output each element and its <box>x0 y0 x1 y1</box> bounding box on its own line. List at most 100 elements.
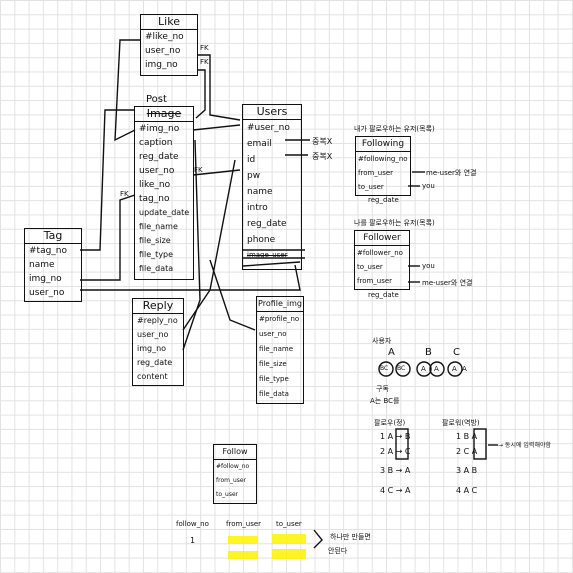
circle-a: A <box>421 365 426 373</box>
fk-label: FK <box>194 166 203 174</box>
post-field: tag_no <box>139 194 170 204</box>
profile-img-field: file_data <box>259 390 289 398</box>
highlight-mark <box>272 534 306 544</box>
tag-title: Tag <box>25 229 81 244</box>
post-field: file_size <box>139 236 171 245</box>
profile-img-title: Profile_img <box>257 297 303 312</box>
table-row-right: 2 C A <box>456 447 478 456</box>
following-sub: A는 BC를 <box>370 397 400 405</box>
reply-field: user_no <box>137 330 169 339</box>
follower-field: #follower_no <box>357 249 403 257</box>
users-field: #user_no <box>247 123 290 133</box>
reply-field: content <box>137 372 168 381</box>
reply-field: img_no <box>137 344 167 353</box>
reply-entity: Reply #reply_no user_no img_no reg_date … <box>132 298 184 386</box>
follower-field: from_user <box>357 277 393 285</box>
following-title: Following <box>356 137 410 152</box>
bottom-note: 안된다 <box>328 547 348 555</box>
follower-to-note: you <box>422 262 435 270</box>
reply-field: #reply_no <box>137 316 178 325</box>
follow-field: #follow_no <box>216 463 250 470</box>
table-following-header: 팔로우(정) <box>374 419 406 427</box>
circle-a: A <box>452 365 457 373</box>
follower-title: Follower <box>355 231 409 246</box>
user-a: A <box>388 347 395 358</box>
users-field: id <box>247 155 256 165</box>
tag-field: user_no <box>29 288 65 298</box>
table-row-left: 3 B → A <box>380 466 411 475</box>
post-field: reg_date <box>139 152 179 162</box>
post-field: file_data <box>139 264 174 273</box>
circle-a: A <box>462 365 467 373</box>
users-field: email <box>247 139 272 149</box>
tag-entity: Tag #tag_no name img_no user_no <box>24 228 82 302</box>
profile-img-entity: Profile_img #profile_no user_no file_nam… <box>256 296 304 404</box>
following-field: to_user <box>358 183 384 191</box>
follower-entity: Follower #follower_no to_user from_user <box>354 230 410 290</box>
bottom-header: follow_no <box>176 520 209 528</box>
post-field: #img_no <box>139 124 180 134</box>
follower-field: to_user <box>357 263 383 271</box>
profile-img-field: file_size <box>259 360 287 368</box>
table-follower-header: 팔로워(역방) <box>442 419 480 427</box>
highlight-mark <box>272 549 306 559</box>
like-title: Like <box>141 15 197 30</box>
post-entity: Image #img_no caption reg_date user_no l… <box>134 106 194 280</box>
highlight-mark <box>228 551 258 559</box>
users-field-struck: image_user <box>247 251 288 259</box>
table-row-left: 2 A → C <box>380 447 411 456</box>
post-field: file_name <box>139 222 178 231</box>
following-reg-date: reg_date <box>368 196 399 204</box>
follow-entity: Follow #follow_no from_user to_user <box>213 444 257 504</box>
follower-note: 나를 팔로우하는 유저(목록) <box>354 219 435 227</box>
post-field: update_date <box>139 208 190 217</box>
follower-reg-date: reg_date <box>368 291 399 299</box>
post-caption-above: Post <box>146 94 167 105</box>
users-field: name <box>247 187 273 197</box>
email-note: 중복X <box>312 137 333 146</box>
table-row-right: 4 A C <box>456 486 478 495</box>
fk-label: FK <box>200 44 209 52</box>
users-field: pw <box>247 171 261 181</box>
circle-bc: BC <box>397 365 406 372</box>
reply-title: Reply <box>133 299 183 314</box>
users-field: phone <box>247 235 276 245</box>
fk-label: FK <box>120 190 129 198</box>
follow-title: Follow <box>214 445 256 460</box>
following-note: 내가 팔로우하는 유저(목록) <box>354 125 435 133</box>
id-note: 중복X <box>312 152 333 161</box>
like-field: img_no <box>145 60 178 70</box>
profile-img-field: file_name <box>259 345 294 353</box>
post-field: like_no <box>139 180 171 190</box>
follower-from-note: me-user와 연결 <box>422 279 473 287</box>
table-row-right: 3 A B <box>456 466 478 475</box>
users-label: 사용자 <box>372 337 392 345</box>
bottom-row-number: 1 <box>190 536 196 545</box>
like-entity: Like #like_no user_no img_no <box>140 14 198 76</box>
table-row-right: 1 B A <box>456 432 478 441</box>
user-b: B <box>425 347 432 358</box>
bottom-note: 하나만 만들면 <box>330 533 371 541</box>
following-from-note: me-user와 연결 <box>426 169 477 177</box>
users-title: Users <box>243 105 301 120</box>
reply-field: reg_date <box>137 358 173 367</box>
like-field: user_no <box>145 46 181 56</box>
table-row-left: 1 A → B <box>380 432 411 441</box>
post-field: caption <box>139 138 173 148</box>
follow-field: to_user <box>216 491 239 498</box>
post-field: user_no <box>139 166 175 176</box>
user-c: C <box>453 347 460 358</box>
users-field: intro <box>247 203 268 213</box>
circle-a: A <box>434 365 439 373</box>
tag-field: name <box>29 260 55 270</box>
profile-img-field: user_no <box>259 330 287 338</box>
bottom-header: to_user <box>276 520 302 528</box>
post-field: file_type <box>139 250 174 259</box>
tag-field: img_no <box>29 274 62 284</box>
bottom-header: from_user <box>226 520 262 528</box>
post-title: Image <box>135 107 193 122</box>
follow-field: from_user <box>216 477 247 484</box>
users-field: reg_date <box>247 219 287 229</box>
tag-field: #tag_no <box>29 246 68 256</box>
